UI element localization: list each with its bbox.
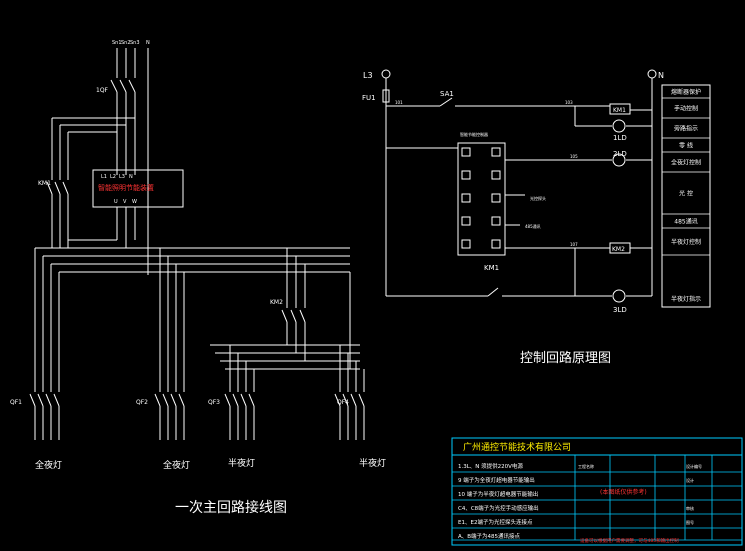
lamp1-label: 1LD [613,134,627,142]
sensor2-label: 485通讯 [525,223,541,229]
module-terminal [491,170,501,180]
function-label: 全夜灯控制 [671,159,701,167]
breaker-qf2: QF2 [136,399,148,406]
module-terminal [461,216,471,226]
supply-label-3: Sn3 [130,40,140,46]
device-term-l2: L2 [110,174,116,180]
notes: 1.3L、N 须提供220V电源 9 端子为全夜灯超电器节能输出 10 端子为半夜灯… [458,462,539,540]
device-term-w: W [132,199,137,205]
wire-number-105: 105 [570,154,578,159]
note-line: 10 端子为半夜灯超电器节能输出 [458,490,538,498]
device-term-v: V [123,199,127,205]
module-terminal [491,239,501,249]
breaker-qf3: QF3 [208,399,220,406]
device-term-l3: L3 [119,174,125,180]
fu1-label: FU1 [362,94,376,102]
fuse-fu1 [382,89,390,103]
function-label: 手动控制 [674,105,698,113]
note-line: A、B端子为485通讯接点 [458,532,521,540]
control-circuit-title: 控制回路原理图 [520,350,611,366]
main-circuit-title: 一次主回路接线图 [175,499,287,516]
device-term-l1: L1 [101,174,107,180]
module-title: 智能节能控制器 [460,131,488,137]
km2-label: KM2 [270,299,283,306]
function-label: 零 线 [679,142,693,150]
module-terminal [491,147,501,157]
km2-coil-label: KM2 [612,246,625,253]
note-line: 9 端子为全夜灯超电器节能输出 [458,476,535,484]
qf-main-label: 1QF [96,87,109,94]
title-block [451,437,743,546]
module-terminal [461,147,471,157]
km1-coil-label: KM1 [613,107,626,114]
wire-number-103: 103 [565,100,573,105]
note-line: E1、E2端子为光控探头连接点 [458,518,533,526]
function-label: 光 控 [679,190,693,198]
title-cell: 审核 [686,505,694,511]
function-label: 半夜灯指示 [671,295,701,303]
lamp2-label: 2LD [613,150,627,158]
n-terminal [647,69,657,79]
footer-note: 设备可以根据用户需要调整，可与485和输出控制 [580,537,679,544]
module-terminal [491,216,501,226]
function-label: 旁路指示 [674,125,698,133]
breaker-qf4: QF4 [337,399,349,406]
device-term-u: U [114,199,118,205]
module-terminal [461,239,471,249]
sensor1-label: 光控探头 [530,195,546,201]
l3-label: L3 [363,71,373,80]
lamp-2ld [612,153,626,167]
controller-module [457,142,506,256]
supply-label-n: N [146,40,150,46]
wire-number-101: 101 [395,100,403,105]
module-terminals [461,147,501,249]
title-cell: 设计 [686,477,694,483]
company-name: 广州通控节能技术有限公司 [463,441,571,453]
lamp-1ld [612,119,626,133]
load-label-4: 半夜灯 [359,457,386,469]
load-label-2: 全夜灯 [163,459,190,471]
supply-label-1: Sn1 [112,40,122,46]
remark: (本图纸仅供参考) [600,488,647,496]
function-label: 485通讯 [674,218,697,226]
n-label: N [658,71,664,80]
breaker-qf1: QF1 [10,399,22,406]
km1-coil [609,103,631,115]
sa1-label: SA1 [440,90,454,98]
device-label: 智能照明节能装置 [98,183,154,192]
note-line: C4、C8端子为光控手动感应输出 [458,504,539,512]
supply-label-2: Sn2 [121,40,131,46]
note-line: 1.3L、N 须提供220V电源 [458,462,523,470]
energy-saving-device [92,169,184,208]
load-label-1: 全夜灯 [35,459,62,471]
device-term-n: N [129,174,133,180]
title-cell: 工程名称 [578,463,594,469]
module-terminal [491,193,501,203]
km1-contact-label: KM1 [484,264,499,272]
lamp-3ld [612,289,626,303]
module-terminal [461,193,471,203]
wire-number-107: 107 [570,242,578,247]
title-cell: 设计编号 [686,463,702,469]
km2-coil [609,242,631,254]
load-label-3: 半夜灯 [228,457,255,469]
l3-terminal [381,69,391,79]
title-cell: 图号 [686,519,694,525]
km1-label: KM1 [38,180,51,187]
module-terminal [461,170,471,180]
function-label: 熔断器保护 [671,88,701,96]
lamp3-label: 3LD [613,306,627,314]
function-label: 半夜灯控制 [671,238,701,246]
